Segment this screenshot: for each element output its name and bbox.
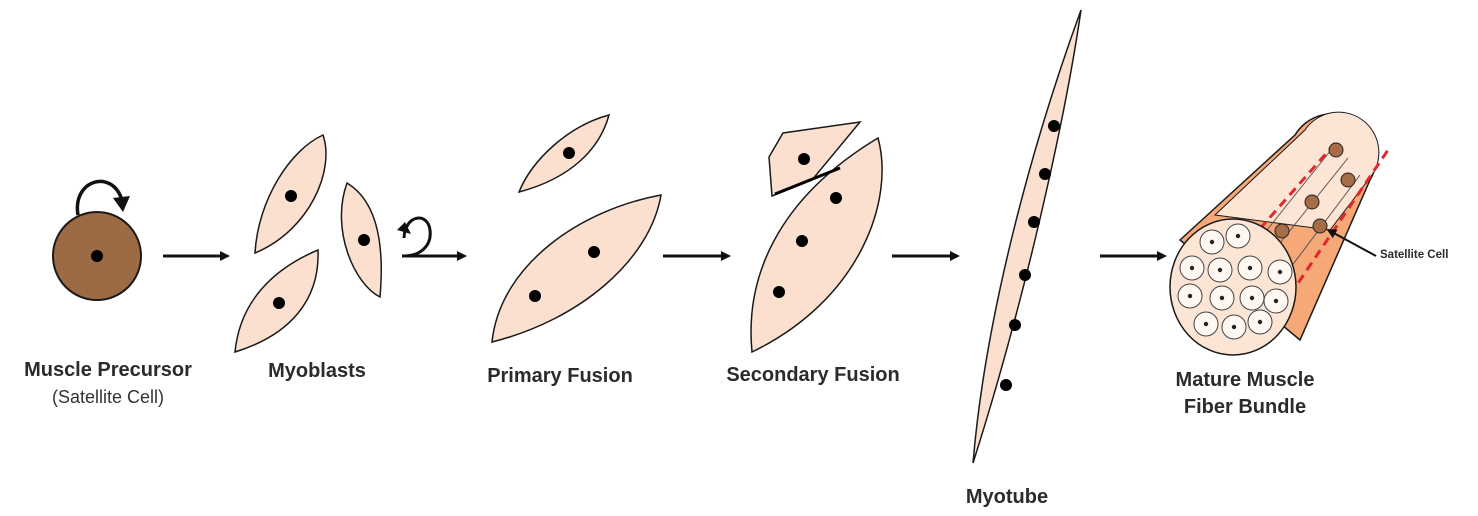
label-satellite-cell-sub: (Satellite Cell) xyxy=(10,387,206,408)
myotube-nucleus xyxy=(1000,379,1012,391)
myotube-nucleus xyxy=(1009,319,1021,331)
fused-nucleus xyxy=(588,246,600,258)
label-primary-fusion: Primary Fusion xyxy=(470,365,650,388)
fiber-nucleus xyxy=(1188,294,1192,298)
fiber-nucleus xyxy=(1218,268,1222,272)
fiber-nucleus xyxy=(1278,270,1282,274)
myotube-stage xyxy=(973,10,1081,463)
myoblast-nucleus xyxy=(273,297,285,309)
myotube-nucleus xyxy=(1019,269,1031,281)
satellite-cell-dot xyxy=(1313,219,1327,233)
fused-cell xyxy=(492,195,661,342)
myoblast-nucleus xyxy=(798,153,810,165)
precursor-stage xyxy=(53,181,141,300)
fiber-nucleus xyxy=(1274,299,1278,303)
fused-nucleus xyxy=(830,192,842,204)
fiber-nucleus xyxy=(1232,325,1236,329)
label-muscle-precursor: Muscle Precursor xyxy=(10,359,206,382)
satellite-cell-dot xyxy=(1341,173,1355,187)
primary-fusion-stage xyxy=(492,115,661,342)
self-renewal-arrowhead-icon xyxy=(113,196,130,212)
myoblast-nucleus xyxy=(285,190,297,202)
label-myotube: Myotube xyxy=(952,486,1062,509)
secondary-fusion-stage xyxy=(751,122,882,352)
fiber-nucleus xyxy=(1210,240,1214,244)
fiber-nucleus xyxy=(1236,234,1240,238)
fiber-nucleus xyxy=(1248,266,1252,270)
myoblast-nucleus xyxy=(358,234,370,246)
myotube-cell xyxy=(973,10,1081,463)
myotube-nucleus xyxy=(1039,168,1051,180)
myoblast-nucleus xyxy=(563,147,575,159)
fiber-nucleus xyxy=(1258,320,1262,324)
myotube-nucleus xyxy=(1048,120,1060,132)
satellite-cell-dot xyxy=(1275,224,1289,238)
fiber-nucleus xyxy=(1190,266,1194,270)
fiber-nucleus xyxy=(1204,322,1208,326)
label-satellite-cell-annotation: Satellite Cell xyxy=(1380,249,1476,261)
label-secondary-fusion: Secondary Fusion xyxy=(710,364,916,387)
myoblasts-stage xyxy=(235,135,381,352)
label-myoblasts: Myoblasts xyxy=(252,360,382,383)
label-mature-muscle: Mature Muscle xyxy=(1160,369,1330,392)
label-fiber-bundle: Fiber Bundle xyxy=(1160,396,1330,419)
fused-nucleus xyxy=(796,235,808,247)
fused-nucleus xyxy=(773,286,785,298)
fiber-bundle-stage xyxy=(1170,112,1388,355)
fiber-nucleus xyxy=(1220,296,1224,300)
satellite-cell-dot xyxy=(1305,195,1319,209)
satellite-cell-dot xyxy=(1329,143,1343,157)
fiber-nucleus xyxy=(1250,296,1254,300)
fused-nucleus xyxy=(529,290,541,302)
myotube-nucleus xyxy=(1028,216,1040,228)
proliferation-loop-icon xyxy=(404,218,430,256)
precursor-nucleus xyxy=(91,250,103,262)
